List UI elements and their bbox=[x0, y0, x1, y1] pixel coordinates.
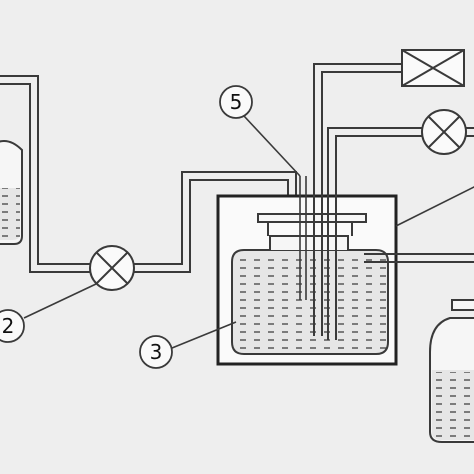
callout-2-label: 2 bbox=[2, 314, 15, 338]
filter-box bbox=[401, 49, 465, 87]
callout-2: 2 bbox=[0, 283, 97, 343]
left-supply-pipe bbox=[0, 75, 92, 273]
leader-outer-bath bbox=[395, 186, 474, 227]
callout-3: 3 bbox=[139, 321, 237, 369]
gas-line bbox=[327, 127, 474, 340]
outlet-pipe bbox=[364, 253, 474, 263]
probe-tube bbox=[299, 176, 307, 300]
callout-5: 5 bbox=[219, 85, 301, 177]
right-receiving-tank bbox=[429, 299, 474, 443]
exhaust-pipe bbox=[313, 63, 402, 336]
left-storage-tank bbox=[0, 140, 23, 245]
reaction-vessel bbox=[231, 213, 389, 355]
callout-5-label: 5 bbox=[230, 90, 243, 114]
callout-3-label: 3 bbox=[150, 340, 163, 364]
pump-symbol bbox=[89, 245, 135, 291]
gas-valve-symbol bbox=[421, 109, 467, 155]
